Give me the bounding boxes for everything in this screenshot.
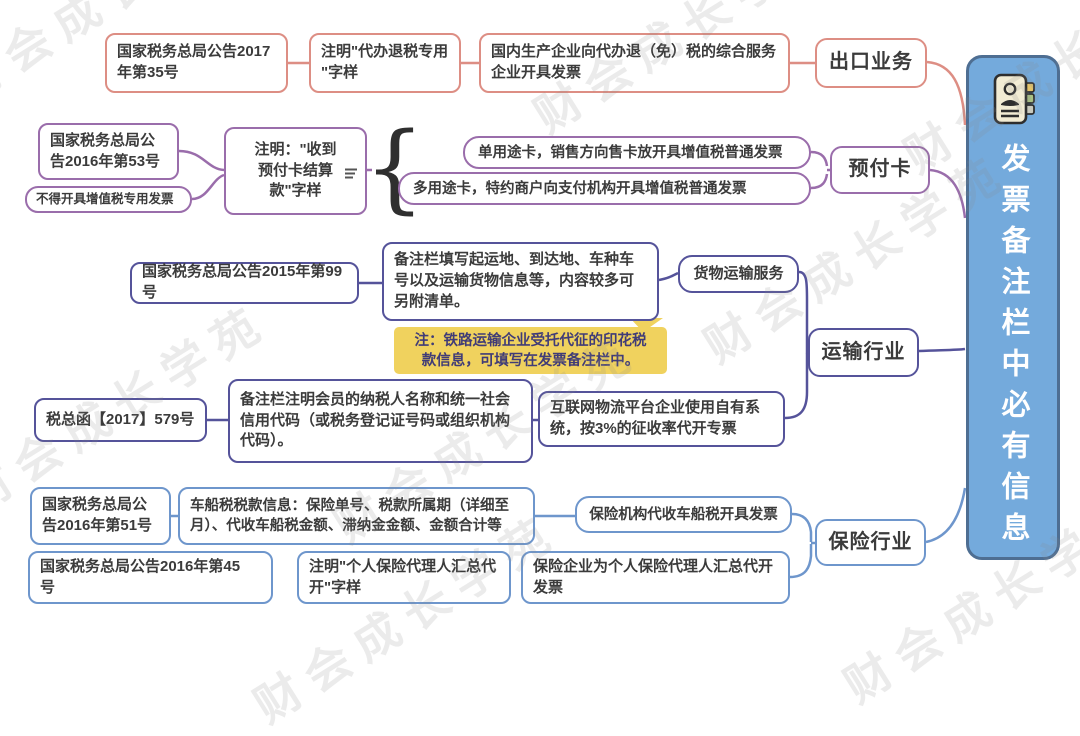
prepaid-single-card-node: 单用途卡，销售方向售卡放开具增值税普通发票 (463, 136, 811, 169)
transport-platform-desc-node: 备注栏注明会员的纳税人名称和统一社会 信用代码（或税务登记证号码或组织机构 代码… (228, 379, 533, 463)
transport-connectors (207, 270, 966, 422)
insurance-vehicle-desc-node: 车船税税款信息：保险单号、税款所属期（详细至 月）、代收车船税金额、滞纳金金额、… (178, 487, 535, 545)
insurance-agent-law-node: 国家税务总局公告2016年第45 号 (28, 551, 273, 604)
prepaid-restriction-node: 不得开具增值税专用发票 (25, 186, 192, 213)
prepaid-note-text: 注明："收到 预付卡结算 款"字样 (254, 140, 337, 200)
transport-freight-sub-node: 货物运输服务 (678, 255, 799, 293)
export-desc-node: 国内生产企业向代办退（免）税的综合服务 企业开具发票 (479, 33, 790, 93)
insurance-agent-note-node: 注明"个人保险代理人汇总代 开"字样 (297, 551, 511, 604)
export-note-node: 注明"代办退税专用 "字样 (309, 33, 461, 93)
category-prepaid: 预付卡 (830, 146, 930, 194)
transport-freight-desc-node: 备注栏填写起运地、到达地、车种车 号以及运输货物信息等，内容较多可 另附清单。 (382, 242, 659, 321)
transport-platform-law-node: 税总函【2017】579号 (34, 398, 207, 442)
transport-freight-law-node: 国家税务总局公告2015年第99号 (130, 262, 359, 304)
category-insurance: 保险行业 (815, 519, 926, 566)
prepaid-multi-card-node: 多用途卡，特约商户向支付机构开具增值税普通发票 (398, 172, 811, 205)
prepaid-law-node: 国家税务总局公 告2016年第53号 (38, 123, 179, 180)
insurance-connectors (171, 487, 967, 579)
export-law-node: 国家税务总局公告2017 年第35号 (105, 33, 288, 93)
prepaid-note-node: 注明："收到 预付卡结算 款"字样 (224, 127, 367, 215)
transport-highlight-note: 注：铁路运输企业受托代征的印花税 款信息，可填写在发票备注栏中。 (394, 327, 667, 374)
prepaid-connectors (178, 149, 967, 219)
root-panel: 发票备注栏中必有信息 (966, 55, 1060, 560)
transport-platform-sub-node: 互联网物流平台企业使用自有系 统，按3%的征收率代开专票 (538, 391, 785, 447)
export-connectors (288, 60, 967, 126)
connector-lines (171, 60, 967, 579)
category-transport: 运输行业 (808, 328, 919, 377)
insurance-agent-desc-node: 保险企业为个人保险代理人汇总代开 发票 (521, 551, 790, 604)
notes-icon (345, 168, 357, 179)
insurance-vehicle-law-node: 国家税务总局公 告2016年第51号 (30, 487, 171, 545)
page-title: 发票备注栏中必有信息 (997, 143, 1029, 553)
category-export: 出口业务 (815, 38, 927, 88)
insurance-vehicle-sub-node: 保险机构代收车船税开具发票 (575, 496, 792, 533)
contact-card-icon (993, 73, 1035, 125)
highlight-pointer (630, 318, 663, 332)
